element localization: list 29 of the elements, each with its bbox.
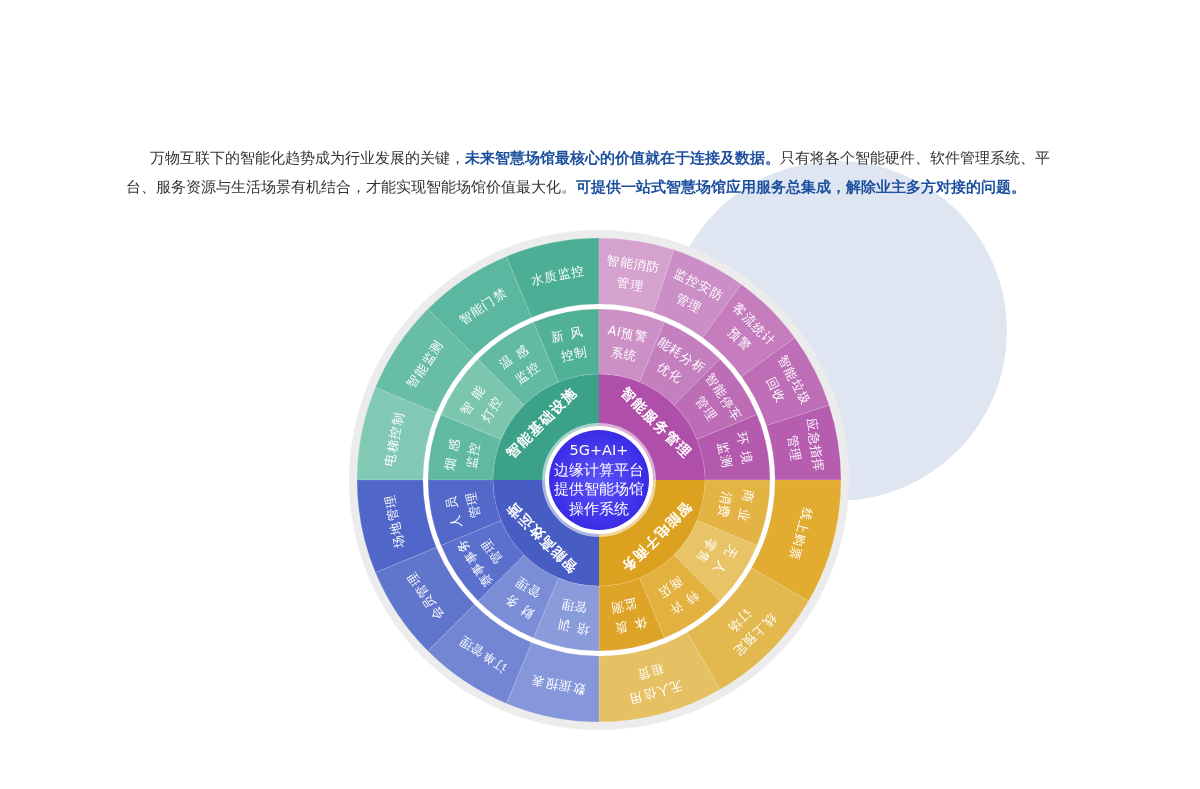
sector-label: 线上购票 (785, 505, 817, 564)
platform-label: 5G+AI+ 边缘计算平台提供智能场馆操作系统 (553, 441, 645, 519)
sector-label: 无人信用租赁 (626, 659, 686, 709)
sector-label: 场地管理 (380, 491, 408, 550)
intro-paragraph: 万物互联下的智能化趋势成为行业发展的关键，未来智慧场馆最核心的价值就在于连接及数据。只有将各个智能硬件、软件管理系统、平台、服务资源与生活场景有机结合，才能实现智能场馆价值最大化。可提供一站式智慧场馆应用服务总集成，解除业主多方对接的问题。 (126, 148, 1051, 198)
ring-sector (357, 480, 437, 573)
sector-label: 电梯控制 (380, 410, 408, 468)
ring-sector (357, 387, 437, 481)
sector-label: 会员管理 (402, 568, 448, 625)
sector-label: 水质监控 (529, 261, 587, 290)
sector-label: 智能门禁 (455, 283, 511, 330)
sector-label: 人员管理 (440, 487, 484, 531)
ring-sector (506, 642, 600, 722)
sector-label: 新风控制 (548, 321, 592, 366)
ring-sector (599, 632, 720, 722)
sector-label: 环境监测 (714, 429, 758, 474)
sector-label: 订单管理 (455, 631, 511, 678)
sector-label: AI预警系统 (605, 320, 651, 366)
sector-label: 智能消防管理 (604, 250, 663, 296)
sector-label: 商业消费 (714, 487, 758, 531)
ring-sector (506, 238, 599, 318)
sector-label: 体质监测 (606, 595, 650, 640)
sector-label: 线上预定订场 (723, 604, 780, 662)
sector-label: 智能监测 (402, 336, 448, 393)
sector-label: 应急指挥管理 (784, 416, 829, 476)
sector-label: 烟感监控 (440, 429, 484, 474)
sector-label: 数据报表 (529, 671, 587, 700)
ring-sector (766, 405, 841, 480)
sector-label: 培训管理 (548, 595, 592, 640)
